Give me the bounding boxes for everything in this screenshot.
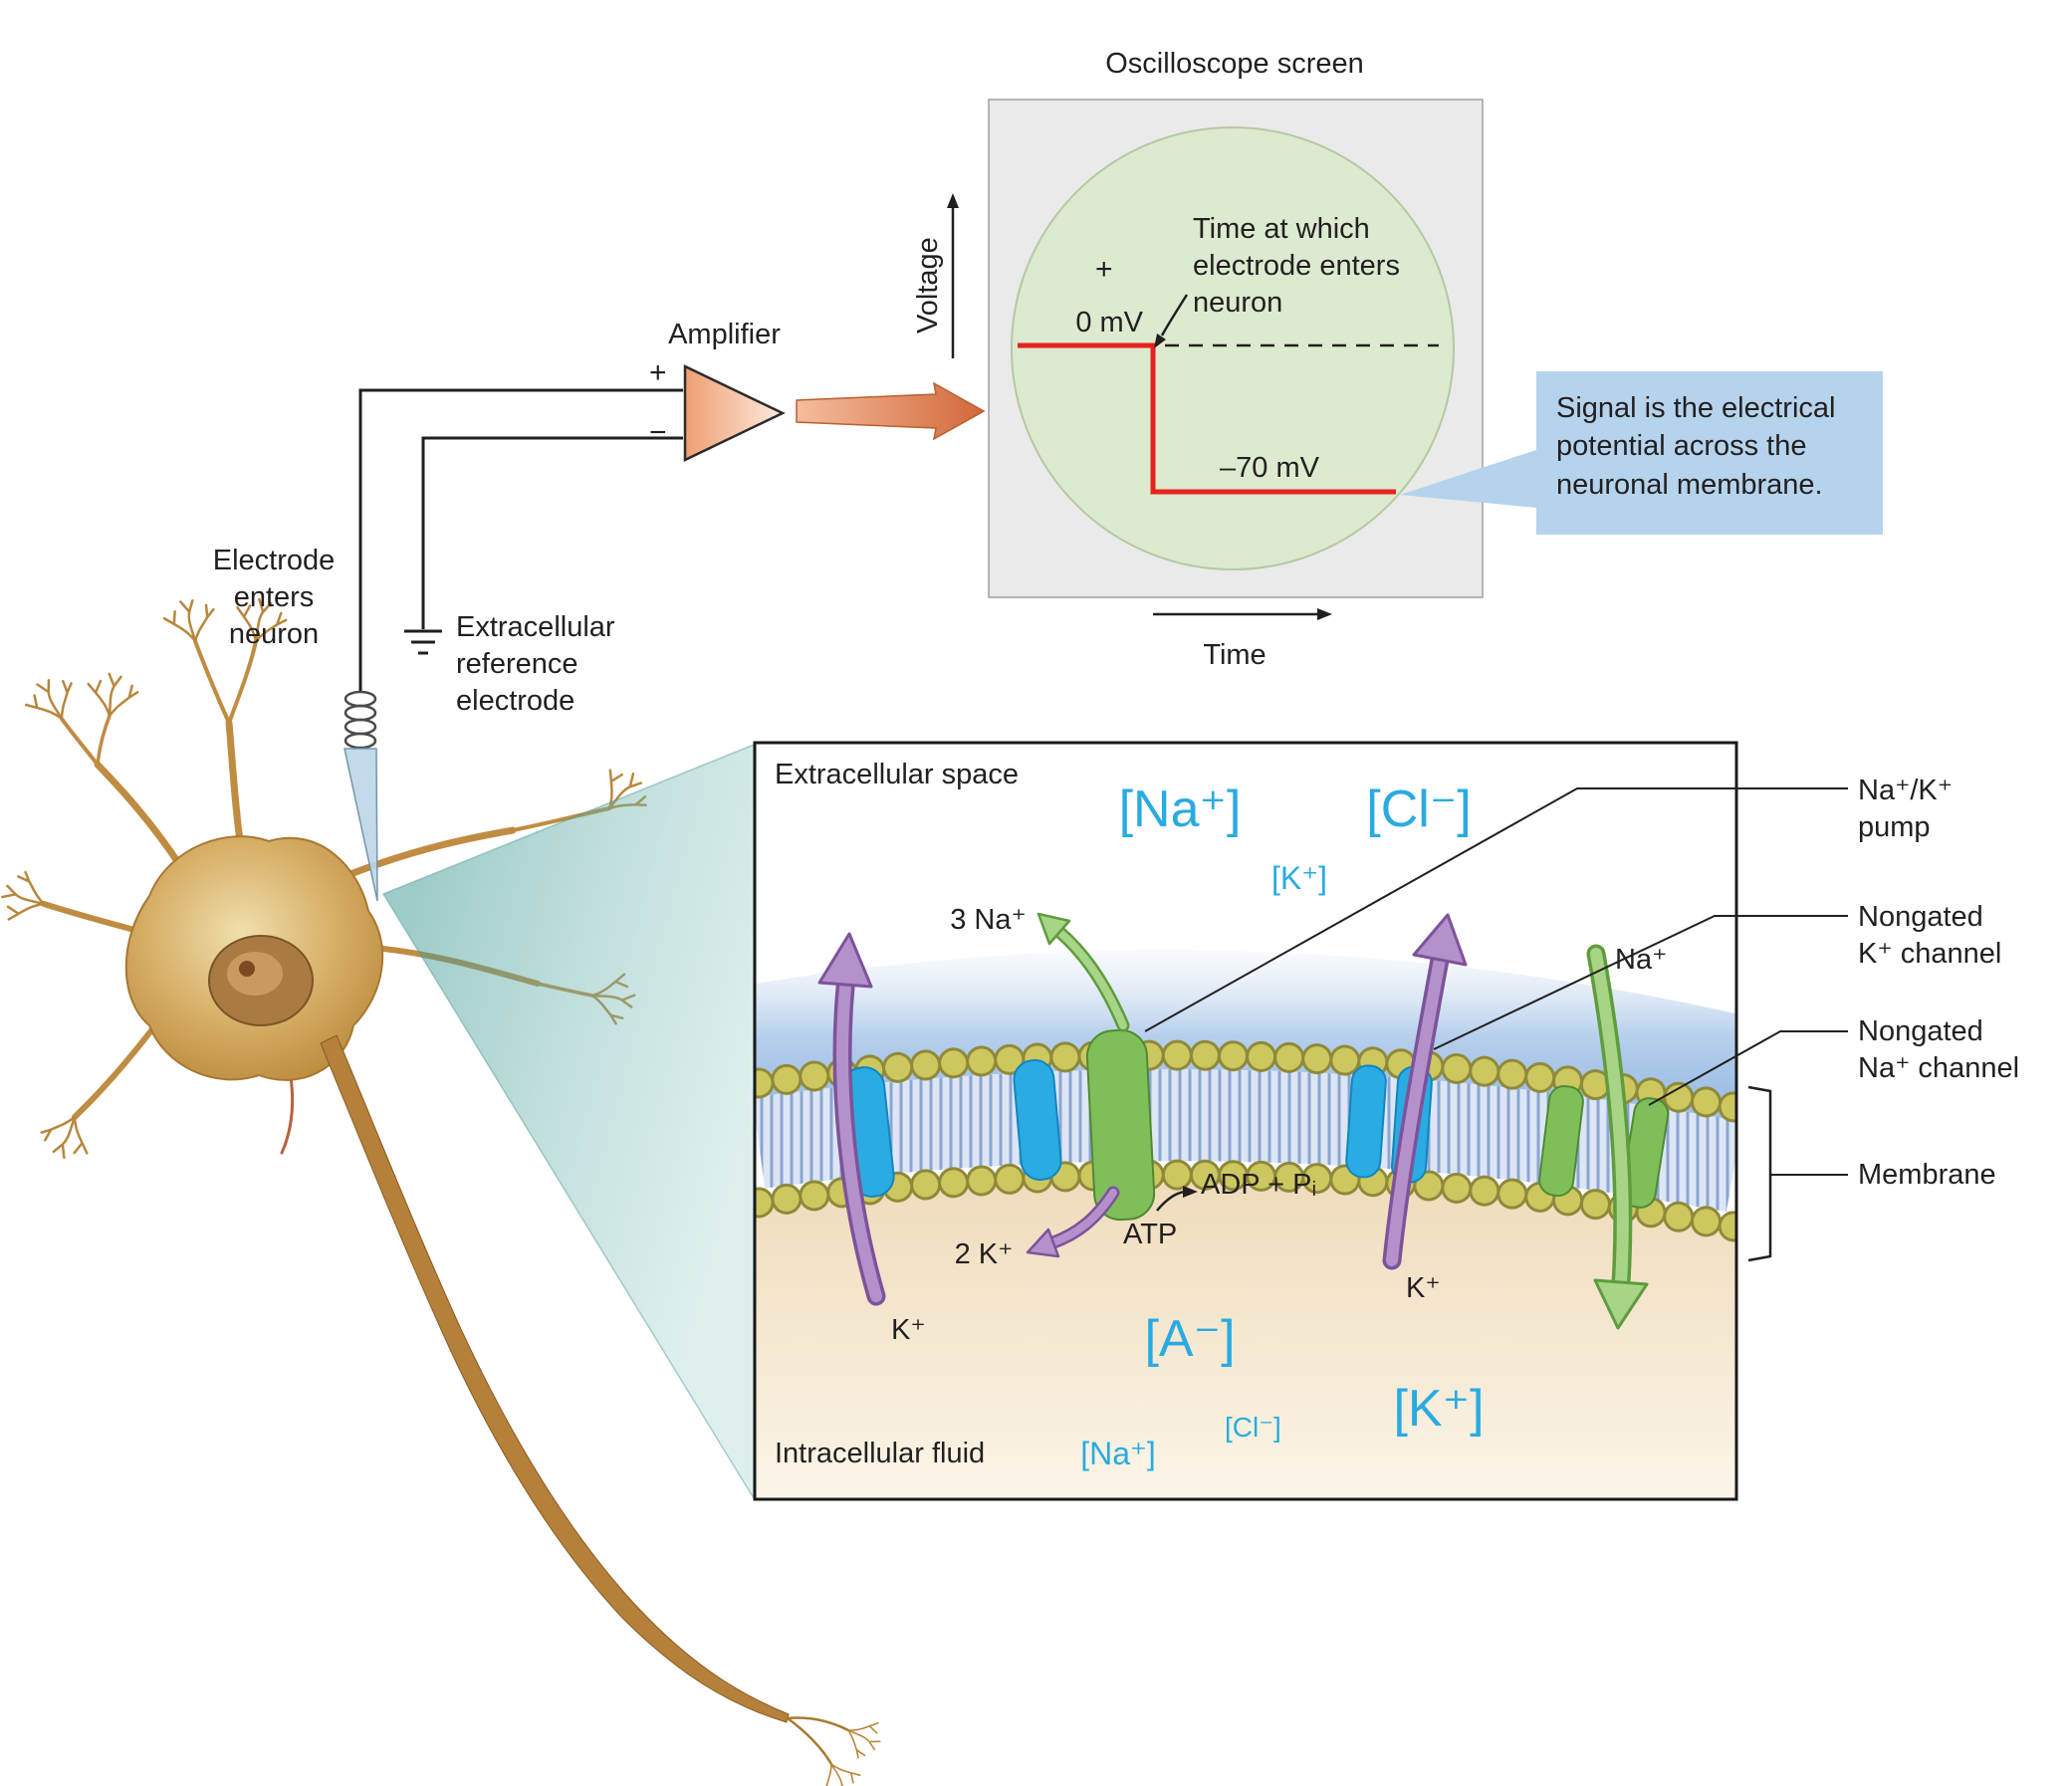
legend-leader-lines [1144, 787, 1848, 1262]
recording-wire [358, 388, 683, 691]
k-ion-left-label: K⁺ [891, 1314, 926, 1346]
na-k-pump [1013, 1028, 1156, 1222]
ion-k-extracellular: [K⁺] [1270, 860, 1327, 896]
minus70-mv-label: –70 mV [1220, 452, 1319, 484]
intracellular-fluid-region [756, 1179, 1735, 1498]
na-leak-channel-1 [1538, 1085, 1584, 1197]
pump-k-in-arrow [1026, 1186, 1120, 1258]
ion-cl-extracellular: [Cl⁻] [1366, 781, 1472, 838]
signal-callout: Signal is the electrical potential acros… [1536, 371, 1883, 535]
scope-screen-circle [1011, 126, 1455, 570]
ion-na-extracellular: [Na⁺] [1118, 781, 1242, 838]
callout-pointer [1400, 450, 1536, 508]
k-efflux-arrow-right [1382, 913, 1468, 1270]
voltage-axis-arrow [947, 193, 959, 358]
electrode-coil [344, 690, 377, 750]
pump-leader-line [1144, 787, 1848, 1032]
k-efflux-arrow-left [817, 932, 886, 1306]
ion-cl-intracellular: [Cl⁻] [1225, 1412, 1281, 1443]
zero-mv-label: 0 mV [1075, 307, 1143, 338]
pump-k-in-label: 2 K⁺ [954, 1238, 1014, 1270]
electrode-pipette [344, 748, 378, 902]
amp-minus-input-label: − [649, 416, 667, 449]
membrane-panel-border [753, 741, 1738, 1501]
extracellular-space-label: Extracellular space [775, 759, 1019, 790]
pump-na-out-arrow [1036, 912, 1130, 1032]
ground-icon [404, 629, 442, 655]
pump-na-out-label: 3 Na⁺ [950, 904, 1027, 936]
legend-k-channel: Nongated K⁺ channel [1858, 901, 2002, 971]
legend-pump: Na⁺/K⁺ pump [1858, 775, 1954, 844]
k-ion-right-label: K⁺ [1406, 1272, 1441, 1304]
intracellular-fluid-label: Intracellular fluid [775, 1438, 986, 1469]
lipid-tails [755, 1069, 1736, 1213]
atp-label: ATP [1123, 1219, 1178, 1250]
adp-pi-label: ADP + Pᵢ [1201, 1169, 1317, 1201]
reference-electrode-note: Extracellular reference electrode [456, 611, 615, 718]
amplifier-icon [683, 364, 786, 462]
voltage-trace [1018, 342, 1396, 495]
electrode-wiring [358, 388, 683, 691]
ion-a-intracellular: [A⁻] [1144, 1310, 1236, 1368]
scope-plus-sign: + [1095, 253, 1113, 286]
na-ion-right-label: Na⁺ [1615, 944, 1668, 976]
time-axis-arrow [1153, 608, 1332, 620]
membrane-panel-content [755, 743, 1736, 1499]
oscilloscope-title: Oscilloscope screen [1105, 48, 1364, 80]
voltage-axis-label: Voltage [912, 237, 944, 334]
reference-wire [421, 436, 683, 629]
lipid-bilayer [755, 1039, 1736, 1242]
ion-na-intracellular: [Na⁺] [1080, 1436, 1156, 1471]
na-influx-arrow [1586, 944, 1649, 1330]
time-axis-label: Time [1203, 639, 1266, 671]
amplifier-label: Amplifier [668, 319, 781, 350]
signal-arrow [796, 381, 986, 441]
atp-adp-arrow [1156, 1186, 1198, 1212]
legend-membrane: Membrane [1858, 1159, 1996, 1191]
zoom-cone [381, 743, 755, 1501]
oscilloscope-panel [947, 99, 1484, 620]
legend-na-channel: Nongated Na⁺ channel [1858, 1015, 2020, 1085]
amp-plus-input-label: + [649, 356, 667, 389]
neuron-illustration [0, 592, 888, 1786]
electrode-note: Electrode enters neuron [212, 545, 336, 651]
event-note: Time at which electrode enters neuron [1193, 213, 1400, 320]
k-channel-leader-line [1433, 915, 1848, 1050]
membrane-bracket [1747, 1085, 1772, 1262]
event-arrow [1154, 294, 1189, 348]
ion-k-intracellular: [K⁺] [1393, 1380, 1485, 1438]
na-channel-leader-line [1648, 1030, 1848, 1106]
